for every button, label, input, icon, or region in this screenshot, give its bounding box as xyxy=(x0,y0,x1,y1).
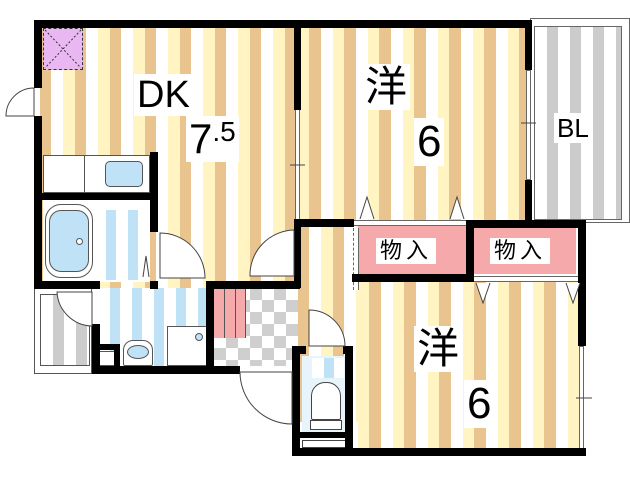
closet-1-label: 物入 xyxy=(376,238,437,264)
shoe-cabinet xyxy=(214,288,246,338)
wall-entrance-top xyxy=(206,281,300,289)
wall-dk-western xyxy=(294,20,301,110)
wall-toilet-right xyxy=(345,346,353,454)
wall-toilet-top-r xyxy=(343,346,353,354)
western-2-room-size: 6 xyxy=(464,380,495,428)
wall-western1-right-lower xyxy=(525,180,532,226)
shoe-shelf-line xyxy=(224,288,225,338)
wall-wash-bottom xyxy=(92,366,240,374)
wall-top xyxy=(34,20,532,28)
washer-drain-icon xyxy=(195,333,203,341)
wall-small-storage-right xyxy=(114,344,120,370)
wall-bath-top xyxy=(34,193,158,200)
wall-toilet-left xyxy=(292,346,300,454)
balcony-window[interactable] xyxy=(526,70,531,180)
western-1-room-name: 洋 xyxy=(362,64,411,110)
wall-closet-divider xyxy=(466,220,474,276)
wall-hall-left-mid xyxy=(294,222,301,288)
wall-western1-right xyxy=(525,20,532,70)
wall-small-storage-top xyxy=(92,344,120,350)
wall-toilet-shelf xyxy=(300,432,346,438)
balcony-label: BL xyxy=(554,113,592,143)
closet-1-side-door xyxy=(353,228,359,290)
western-2-room-name: 洋 xyxy=(414,326,463,372)
wall-western1-bottom xyxy=(294,219,354,227)
wall-bottom xyxy=(292,448,586,456)
bathtub-drain-icon xyxy=(76,238,83,245)
wall-wash-top xyxy=(150,281,158,289)
wall-closet-top-right xyxy=(466,220,586,228)
wall-kitchen-partition xyxy=(150,152,158,232)
hatch-cross-icon xyxy=(44,29,82,69)
closet-2-door-track xyxy=(474,276,578,282)
wall-closet-bottom-1 xyxy=(358,274,474,282)
dk-room-name: DK xyxy=(134,74,193,116)
shoe-shelf-line xyxy=(235,288,236,338)
wall-hall-western2-upper xyxy=(352,274,360,282)
wall-entrance-left xyxy=(206,281,214,369)
counter-divider xyxy=(84,155,85,193)
toilet-bowl xyxy=(311,382,341,420)
western-room-1-floor xyxy=(298,26,526,222)
dk-size-int: 7 xyxy=(189,115,213,162)
wall-toilet-top-l xyxy=(292,346,306,354)
storage-hatch xyxy=(43,28,83,70)
toilet-tank xyxy=(310,420,342,430)
kitchen-sink xyxy=(105,161,143,187)
wall-right xyxy=(578,220,586,346)
wall-left xyxy=(34,20,42,88)
bathroom-stripe xyxy=(94,210,150,280)
toilet-stripe xyxy=(312,358,344,378)
dk-size-decimal: .5 xyxy=(212,116,236,147)
wall-bath-bottom xyxy=(34,281,100,289)
closet-door-track xyxy=(354,220,526,226)
closet-2-label: 物入 xyxy=(490,238,551,264)
wash-basin xyxy=(127,345,149,359)
sliding-door-dk[interactable] xyxy=(295,110,300,222)
western-1-room-size: 6 xyxy=(414,118,445,166)
wall-left-lower xyxy=(34,116,42,288)
dk-room-size: 7.5 xyxy=(186,116,239,162)
